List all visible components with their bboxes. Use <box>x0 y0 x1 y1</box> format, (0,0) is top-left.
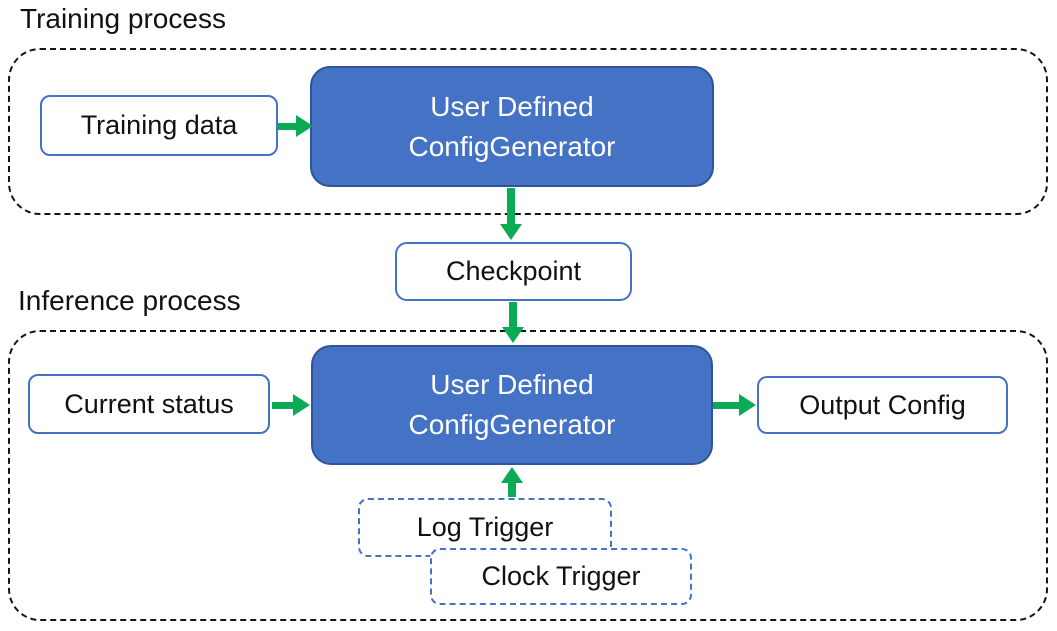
checkpoint-node: Checkpoint <box>395 242 632 301</box>
inference-generator-node: User Defined ConfigGenerator <box>311 345 713 465</box>
training-data-node: Training data <box>40 95 278 156</box>
inference-process-label: Inference process <box>18 285 241 316</box>
output-config-node: Output Config <box>757 376 1008 434</box>
arrow-generator-to-checkpoint-icon <box>500 188 522 240</box>
clock-trigger-node: Clock Trigger <box>430 548 692 605</box>
arrow-training-data-to-generator-icon <box>277 115 313 137</box>
arrow-generator-to-output-config-icon <box>713 394 756 416</box>
arrow-current-status-to-generator-icon <box>272 394 310 416</box>
inference-process-container <box>8 330 1048 621</box>
log-trigger-node: Log Trigger <box>358 498 612 557</box>
training-generator-node: User Defined ConfigGenerator <box>310 66 714 187</box>
arrow-triggers-to-generator-icon <box>501 467 523 497</box>
training-process-container <box>8 48 1048 215</box>
training-process-label: Training process <box>20 3 226 34</box>
arrow-checkpoint-to-generator-icon <box>502 302 524 343</box>
current-status-node: Current status <box>28 374 270 434</box>
